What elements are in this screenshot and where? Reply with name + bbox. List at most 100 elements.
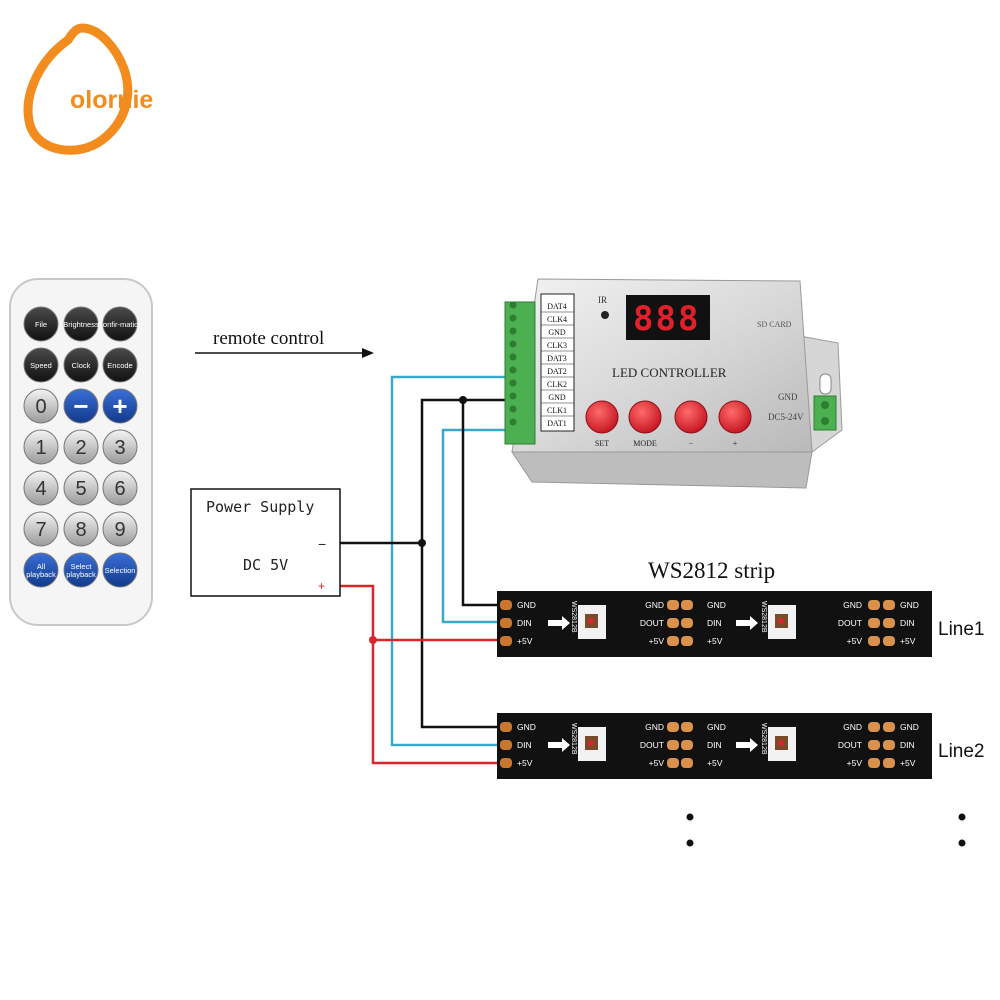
- remote-button-label: playback: [26, 570, 56, 579]
- pad-label-5v: +5V: [900, 636, 916, 646]
- remote-button-7[interactable]: 7: [23, 511, 59, 547]
- pad-label-5v: +5V: [847, 758, 863, 768]
- pad-label-5v: +5V: [517, 758, 533, 768]
- remote-button-0[interactable]: 0: [23, 388, 59, 424]
- controller-button-set[interactable]: SET: [585, 400, 619, 448]
- remote-button-2[interactable]: 2: [63, 429, 99, 465]
- pin-label-gnd: GND: [548, 328, 566, 337]
- remote-button-9[interactable]: 9: [102, 511, 138, 547]
- remote-button-label: 5: [75, 478, 86, 500]
- solder-pad: [500, 722, 512, 732]
- remote-button-label: 9: [114, 519, 125, 541]
- controller-button-label: +: [733, 439, 738, 448]
- remote-button-label: 2: [75, 437, 86, 459]
- remote-button-label: All: [37, 562, 46, 571]
- remote-button-label: Confir-mation: [97, 320, 142, 329]
- controller-button-plus[interactable]: +: [718, 400, 752, 448]
- screw-terminal-icon: [509, 340, 517, 348]
- pad-label-dout: DOUT: [640, 740, 664, 750]
- logo-drop-icon: [23, 23, 133, 155]
- pad-label-gnd: GND: [843, 722, 862, 732]
- solder-pad: [883, 758, 895, 768]
- solder-pad: [681, 636, 693, 646]
- solder-pad: [500, 600, 512, 610]
- remote-button-speed[interactable]: Speed: [23, 347, 59, 383]
- pad-label-gnd: GND: [707, 722, 726, 732]
- remote-button-5[interactable]: 5: [63, 470, 99, 506]
- pad-label-gnd: GND: [900, 600, 919, 610]
- remote-button-8[interactable]: 8: [63, 511, 99, 547]
- controller-button-minus[interactable]: −: [674, 400, 708, 448]
- remote-button-label: Select: [71, 562, 93, 571]
- pin-label-clk3: CLK3: [547, 341, 567, 350]
- pin-label-clk4: CLK4: [547, 315, 567, 324]
- solder-pad: [868, 636, 880, 646]
- controller-button-label: MODE: [633, 439, 657, 448]
- remote-button-6[interactable]: 6: [102, 470, 138, 506]
- solder-pad: [681, 758, 693, 768]
- solder-pad: [868, 600, 880, 610]
- remote-button-1[interactable]: 1: [23, 429, 59, 465]
- pin-label-dat1: DAT1: [547, 419, 567, 428]
- remote-button-label: 3: [114, 437, 125, 459]
- solder-pad: [667, 722, 679, 732]
- solder-pad: [868, 758, 880, 768]
- solder-pad: [868, 740, 880, 750]
- arrow-right-icon: [195, 348, 374, 358]
- remote-button-brightness[interactable]: Brightness: [63, 306, 99, 342]
- pad-label-5v: +5V: [900, 758, 916, 768]
- solder-pad: [500, 636, 512, 646]
- power-pin-gnd: GND: [778, 392, 798, 402]
- remote-button-label: Brightness: [63, 320, 99, 329]
- remote-button-label: 7: [35, 519, 46, 541]
- chip-label: WS2812B: [570, 723, 577, 755]
- solder-pad: [681, 618, 693, 628]
- remote-button-confir-mation[interactable]: Confir-mation: [97, 306, 143, 342]
- controller-button-mode[interactable]: MODE: [628, 400, 662, 448]
- pad-label-gnd: GND: [707, 600, 726, 610]
- arrow-right-icon: [736, 616, 758, 630]
- solder-pad: [681, 600, 693, 610]
- remote-button-encode[interactable]: Encode: [102, 347, 138, 383]
- solder-pad: [667, 740, 679, 750]
- pad-label-gnd: GND: [645, 600, 664, 610]
- solder-pad: [883, 636, 895, 646]
- remote-button-sym[interactable]: −: [63, 388, 99, 424]
- chip-label: WS2812B: [760, 723, 767, 755]
- arrow-right-icon: [548, 738, 570, 752]
- solder-pad: [500, 618, 512, 628]
- pad-label-5v: +5V: [707, 636, 723, 646]
- power-supply-voltage: DC 5V: [243, 556, 288, 574]
- remote-button-file[interactable]: File: [23, 306, 59, 342]
- power-supply-plus: +: [318, 579, 325, 593]
- remote-button-clock[interactable]: Clock: [63, 347, 99, 383]
- signal-terminal-block: [504, 301, 536, 445]
- controller-title: LED CONTROLLER: [612, 365, 727, 380]
- remote-button-3[interactable]: 3: [102, 429, 138, 465]
- remote-button-label: 8: [75, 519, 86, 541]
- pad-label-din: DIN: [900, 740, 915, 750]
- pin-label-clk2: CLK2: [547, 380, 567, 389]
- pad-label-gnd: GND: [517, 722, 536, 732]
- remote-button-4[interactable]: 4: [23, 470, 59, 506]
- remote-button-sym[interactable]: +: [102, 388, 138, 424]
- pin-label-clk1: CLK1: [547, 406, 567, 415]
- screw-terminal-icon: [509, 353, 517, 361]
- solder-pad: [868, 618, 880, 628]
- pad-label-dout: DOUT: [838, 740, 862, 750]
- continuation-dots: [686, 813, 966, 847]
- remote-button-selection[interactable]: Selection: [102, 552, 138, 588]
- pad-label-dout: DOUT: [838, 618, 862, 628]
- pad-label-5v: +5V: [517, 636, 533, 646]
- screw-terminal-icon: [509, 366, 517, 374]
- screw-terminal-icon: [509, 314, 517, 322]
- power-pin-dc: DC5-24V: [768, 412, 804, 422]
- arrow-right-icon: [548, 616, 570, 630]
- solder-pad: [883, 600, 895, 610]
- remote-button-label: Encode: [107, 361, 132, 370]
